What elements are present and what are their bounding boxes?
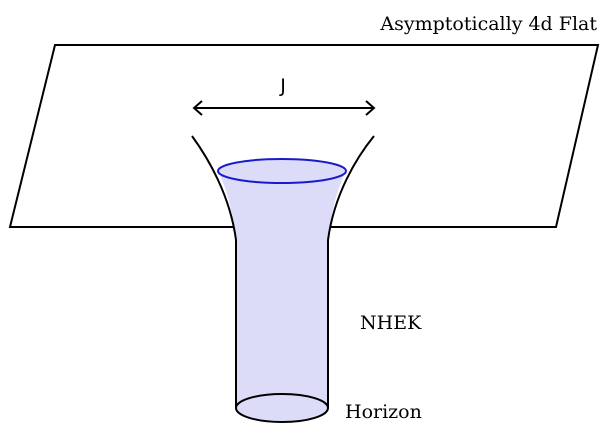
flat-plane xyxy=(8,44,600,228)
throat-ring xyxy=(217,158,347,184)
throat-left-edge xyxy=(191,135,237,408)
throat-right-edge xyxy=(327,135,375,408)
angular-momentum-arrow xyxy=(192,100,376,116)
throat-region-label: NHEK xyxy=(360,312,422,334)
horizon-label: Horizon xyxy=(345,401,422,423)
angular-momentum-label: J xyxy=(279,75,286,97)
horizon-ellipse xyxy=(235,393,329,423)
throat-fill xyxy=(218,159,346,408)
asymptotic-region-label: Asymptotically 4d Flat xyxy=(379,13,597,35)
